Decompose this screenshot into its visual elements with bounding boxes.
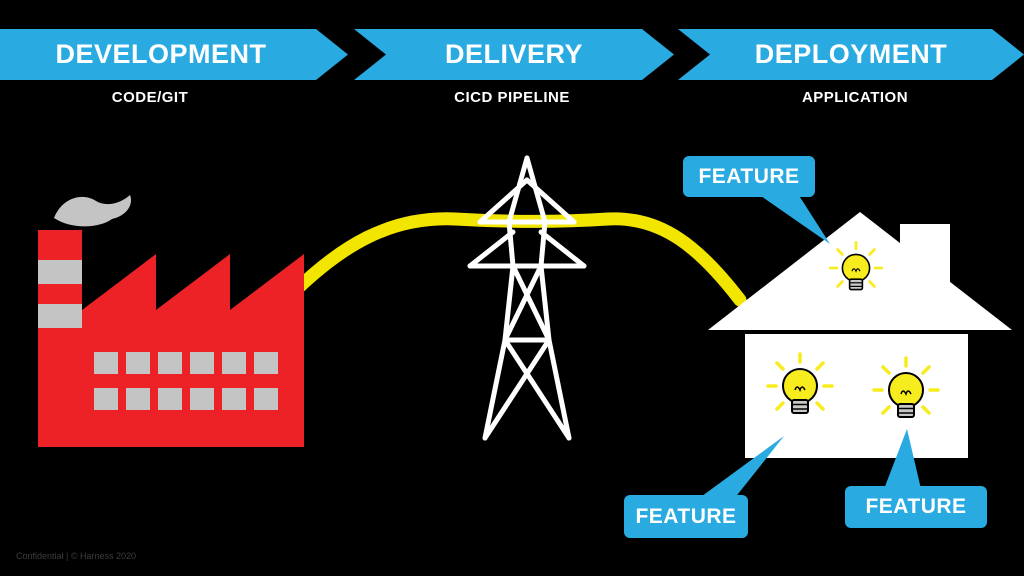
feature-callout-bottom-right-label: FEATURE <box>865 495 967 518</box>
feature-callout-attic: FEATURE <box>683 156 815 197</box>
factory-windows <box>94 352 278 410</box>
callout-tail-bottom-right <box>884 429 921 489</box>
house-icon <box>708 212 1012 458</box>
stage-sublabel-cicd-pipeline: CICD PIPELINE <box>454 89 570 106</box>
footer-text: Confidential | © Harness 2020 <box>16 551 137 561</box>
feature-callout-attic-label: FEATURE <box>698 164 800 188</box>
factory-smoke-icon <box>54 195 132 227</box>
stage-banner-delivery: DELIVERY <box>354 29 674 80</box>
transmission-tower-lattice <box>467 155 587 441</box>
factory-icon <box>38 195 304 447</box>
feature-callout-bottom-left: FEATURE <box>624 495 748 538</box>
factory-chimney <box>38 230 82 447</box>
stage-banner-deployment: DEPLOYMENT <box>678 29 1024 80</box>
stage-label-deployment: DEPLOYMENT <box>754 39 948 69</box>
stage-sublabel-application: APPLICATION <box>801 89 909 106</box>
callout-tail-bottom-left <box>698 436 784 499</box>
feature-callout-bottom-left-label: FEATURE <box>635 504 737 528</box>
feature-callout-bottom-right: FEATURE <box>845 486 987 528</box>
stage-label-delivery: DELIVERY <box>444 39 584 69</box>
transmission-tower-icon <box>467 155 587 441</box>
stage-banner-development: DEVELOPMENT <box>0 29 348 80</box>
callout-tail-attic <box>758 194 830 244</box>
stage-sublabel-code-git: CODE/GIT <box>111 89 189 106</box>
house-body <box>745 334 968 458</box>
stage-label-development: DEVELOPMENT <box>55 39 267 69</box>
